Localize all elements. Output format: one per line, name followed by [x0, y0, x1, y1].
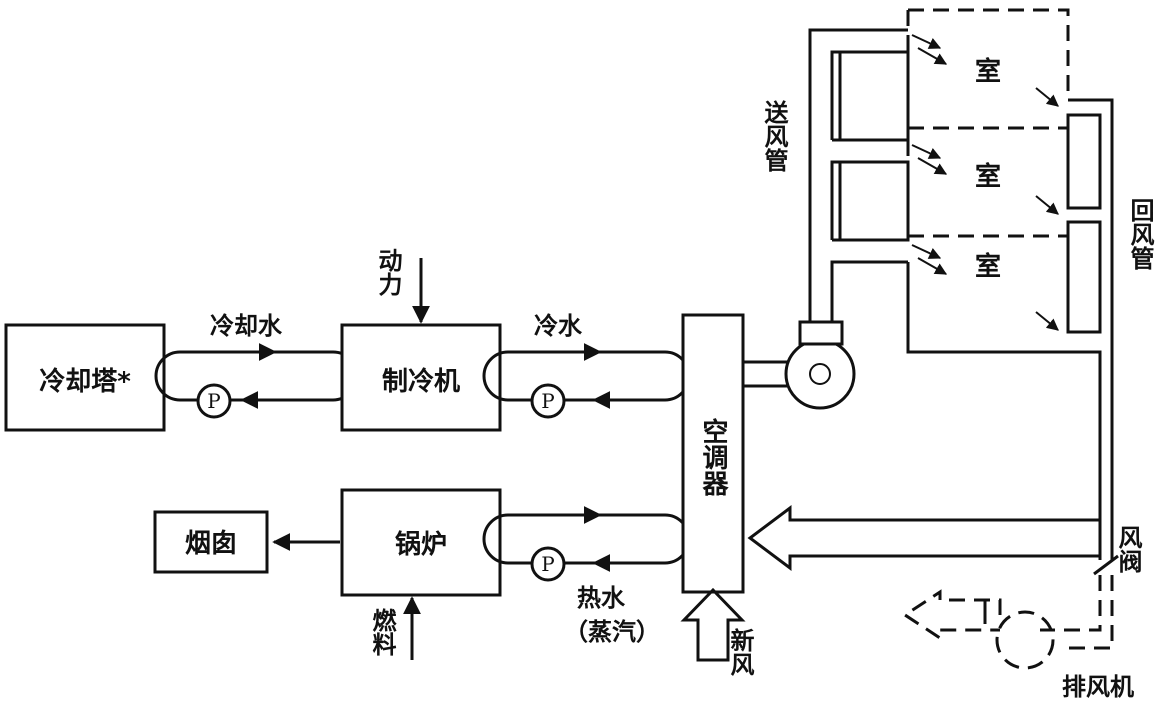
chiller-label: 制冷机: [382, 366, 460, 397]
cooling-tower-label: 冷却塔*: [39, 366, 131, 397]
return-duct-label: 回风管: [1126, 198, 1154, 270]
exhaust-fan-label: 排风机: [1062, 673, 1134, 701]
damper-label: 风阀: [1114, 525, 1142, 574]
return-grille-arrows: [1035, 87, 1059, 331]
ahu-label: 空调器: [698, 417, 729, 496]
exhaust-fan: [995, 610, 1055, 670]
supply-branch-2: [838, 160, 910, 242]
fresh-air-label: 新风: [726, 627, 754, 677]
cooling-pump: [196, 383, 232, 419]
room-1-walls: [906, 10, 1068, 130]
hot-water-pump-label: P: [541, 552, 554, 576]
room-3-label: 室: [975, 251, 1001, 282]
fresh-air-arrow: [680, 587, 746, 662]
supply-diffuser-arrows: [911, 34, 948, 275]
hot-water-label: 热水: [577, 584, 626, 612]
supply-fan-outlet: [798, 320, 844, 346]
return-duct-inner: [1068, 350, 1102, 560]
boiler-label: 锅炉: [395, 530, 447, 560]
hot-water-loop: [482, 513, 691, 565]
chilled-water-loop: [482, 350, 691, 402]
chiller-box: [340, 323, 502, 432]
chilled-water-label: 冷水: [534, 312, 583, 340]
exhaust-duct-inner: [1040, 575, 1102, 632]
power-label-1: 动力: [374, 248, 402, 297]
room-2-label: 室: [975, 161, 1001, 192]
steam-label: （蒸汽）: [564, 618, 660, 646]
supply-fan-hub: [809, 363, 831, 385]
ahu-box: [681, 313, 745, 594]
chimney-label: 烟囱: [185, 529, 237, 559]
chimney-box: [153, 510, 269, 574]
exhaust-duct-outer: [1060, 575, 1114, 650]
room-1-label: 室: [975, 56, 1001, 87]
room-1-top: [908, 8, 1070, 100]
cooling-pump-label: P: [207, 389, 220, 413]
return-air-arrow: [747, 505, 1100, 571]
supply-duct-label: 送风管: [760, 99, 788, 172]
return-grille-1: [1066, 113, 1102, 210]
cooling-tower-box: [4, 323, 166, 432]
chilled-water-pump: [530, 383, 566, 419]
room-2-walls: [906, 140, 1068, 238]
supply-branch-1: [838, 50, 910, 142]
supply-fan: [784, 338, 856, 410]
exhaust-air-arrow: [902, 589, 1002, 641]
supply-duct-outer: [808, 28, 908, 322]
return-duct-outer: [1068, 98, 1114, 560]
cooling-water-loop: [154, 350, 359, 402]
damper-blade: [1093, 554, 1119, 576]
boiler-box: [340, 488, 502, 597]
room-3-floor: [906, 262, 1068, 354]
return-grille-2: [1066, 220, 1102, 334]
hot-water-pump: [530, 546, 566, 582]
fuel-label: 燃料: [368, 608, 396, 656]
chilled-water-pump-label: P: [541, 389, 554, 413]
cooling-water-label: 冷却水: [210, 312, 283, 340]
